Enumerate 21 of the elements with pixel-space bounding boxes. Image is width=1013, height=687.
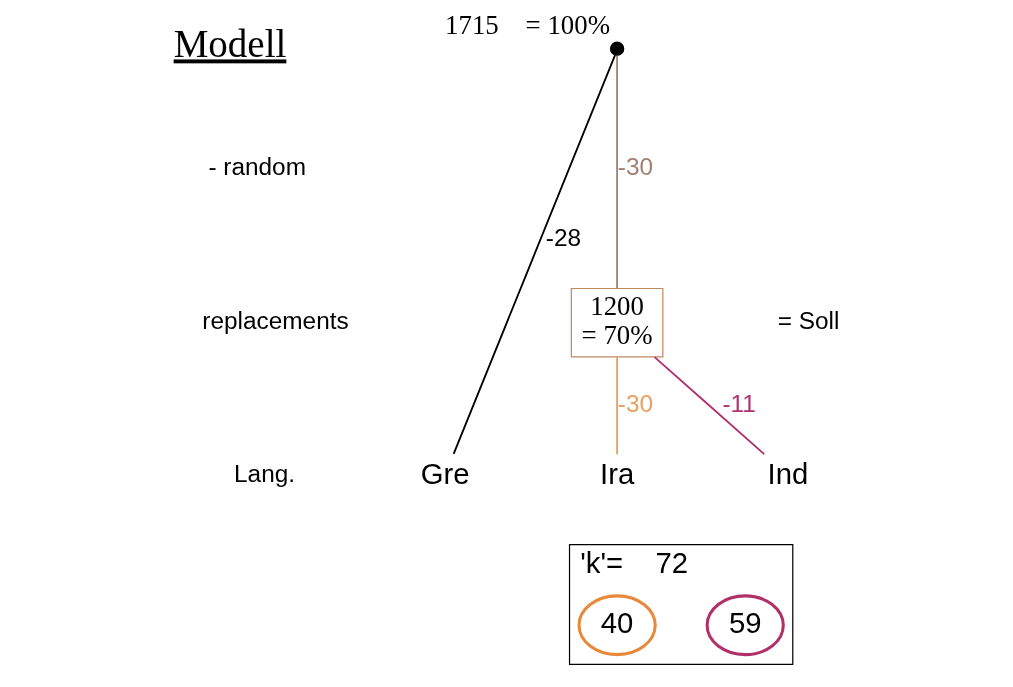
label: = Soll: [777, 306, 839, 334]
edge-label: -11: [721, 389, 756, 417]
label: Modell: [173, 22, 286, 66]
node-text: Gre: [420, 457, 469, 490]
node-text: Ira: [599, 457, 634, 490]
node-label: 1715 = 100%: [444, 10, 610, 41]
label: Lang.: [233, 460, 295, 488]
edge-label: -30: [617, 389, 653, 417]
node-text: Ind: [767, 457, 808, 490]
edge-label: -28: [545, 223, 581, 251]
label: replacements: [201, 306, 349, 334]
node-ellipse: 40: [576, 594, 657, 657]
label: - random: [207, 153, 306, 181]
node-circle: [609, 41, 624, 56]
node-ellipse: 59: [705, 594, 785, 657]
connector: [653, 356, 765, 456]
connector: [615, 356, 618, 456]
connector: [452, 54, 616, 455]
node-box: 1200 = 70%: [570, 287, 663, 358]
connector: [615, 54, 618, 290]
edge-label: -30: [617, 153, 653, 181]
